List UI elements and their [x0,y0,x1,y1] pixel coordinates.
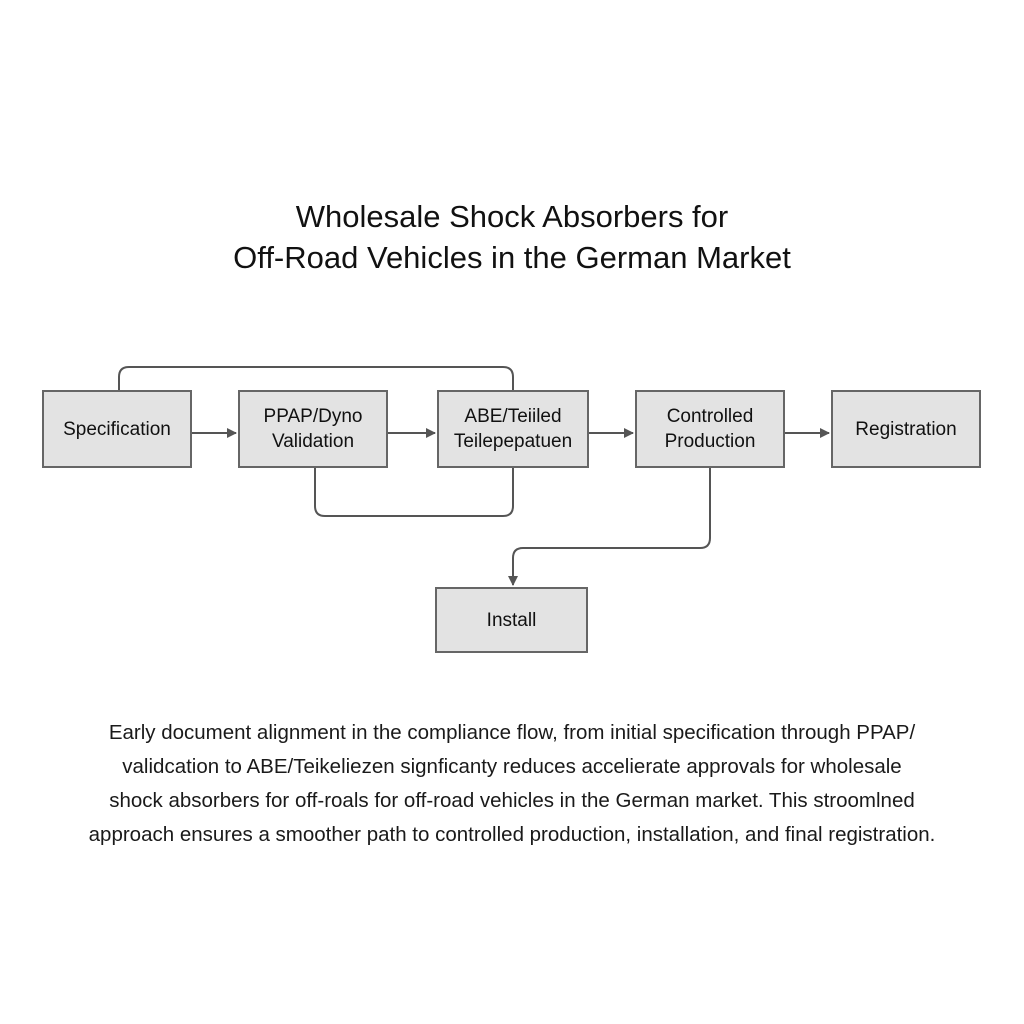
description-line: Early document alignment in the complian… [108,721,916,744]
description: Early document alignment in the complian… [60,716,964,852]
description-line: validcation to ABE/Teikeliezen signfican… [122,755,902,778]
node-abe: ABE/Teiiled Teilepepatuen [437,390,589,468]
loop-validation-to-abe-bottom [314,468,514,517]
node-install: Install [435,587,588,653]
description-line: shock absorbers for off-roals for off-ro… [109,789,915,812]
arrow-production-to-install [508,468,711,586]
loop-spec-to-abe-top [118,366,514,390]
description-line: approach ensures a smoother path to cont… [88,823,936,846]
title-line-2: Off-Road Vehicles in the German Market [233,240,791,275]
node-registration: Registration [831,390,981,468]
node-validation: PPAP/Dyno Validation [238,390,388,468]
node-specification: Specification [42,390,192,468]
node-production: Controlled Production [635,390,785,468]
title-line-1: Wholesale Shock Absorbers for [295,199,729,234]
diagram-title: Wholesale Shock Absorbers for Off-Road V… [0,196,1024,278]
